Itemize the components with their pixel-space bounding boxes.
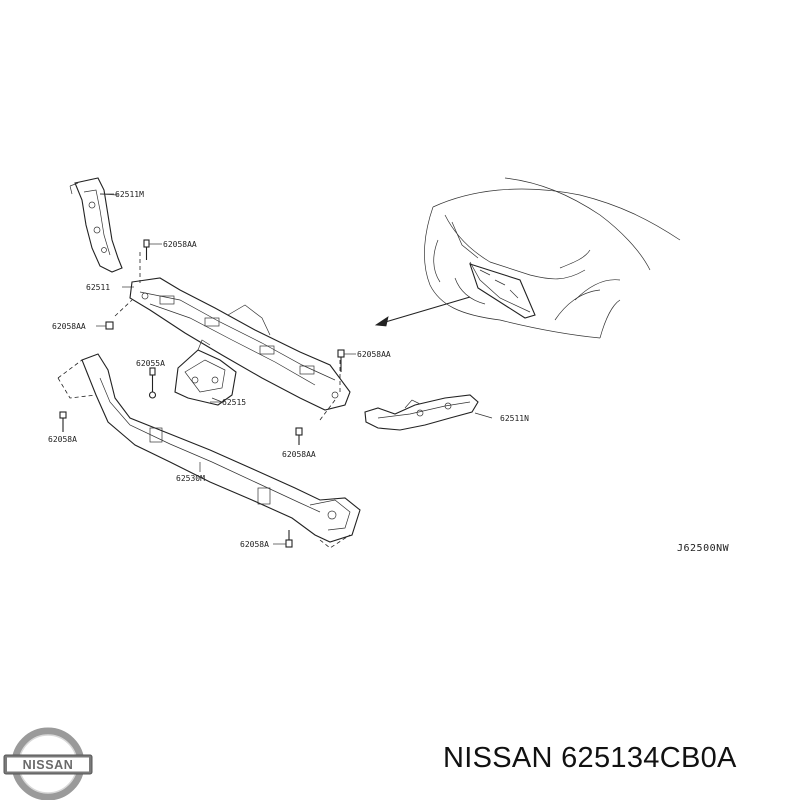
reference-arrow [374,296,471,327]
callout-label: 62511N [500,414,529,423]
callout-label: 62058A [240,540,269,549]
callout-label: 62058AA [357,350,391,359]
upper-tie-bar-62511 [129,277,351,411]
logo-text: NISSAN [23,758,74,772]
bracket-62511N [364,394,493,431]
callout-label: 62058A [48,435,77,444]
lower-member-62530M [57,353,361,549]
callout-label: 62058AA [163,240,197,249]
callout-label: 62511 [86,283,110,292]
callout-label: 62058AA [52,322,86,331]
callouts: 62511M 62058AA 62511 62058AA 62058AA 620… [48,190,730,554]
diagram-code: J62500NW [677,543,730,554]
callout-label: 62515 [222,398,246,407]
car-front-sketch [424,177,681,339]
bolt-62055A [148,367,157,399]
callout-label: 62055A [136,359,165,368]
bracket-62511M [69,177,123,273]
center-bracket-62515 [174,339,237,406]
nissan-logo: NISSAN [3,727,93,800]
bolts-lower [59,411,303,548]
part-number-caption: NISSAN 625134CB0A [443,742,737,774]
bolts-upper [105,239,345,421]
callout-label: 62530M [176,474,205,483]
callout-label: 62511M [115,190,144,199]
callout-label: 62058AA [282,450,316,459]
